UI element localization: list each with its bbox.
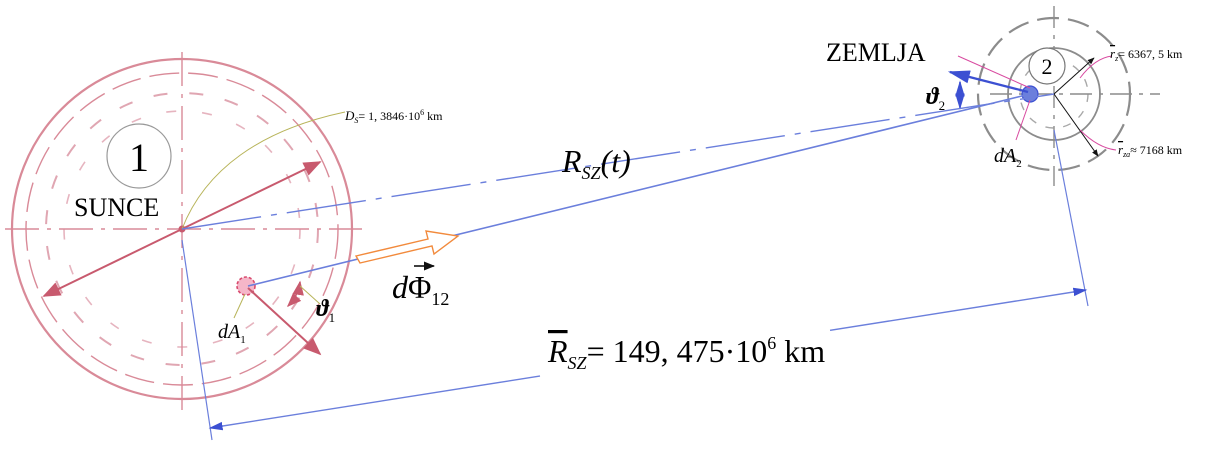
dA2-label: dA2 (994, 145, 1022, 170)
dA1-leader (233, 293, 246, 319)
sun-number: 1 (129, 135, 149, 180)
sun-diameter-label: DS= 1, 3846·106 km (344, 108, 443, 125)
earth-atmosphere-leader (1079, 129, 1117, 151)
earth-atmosphere-value: ≈ 7168 km (1130, 143, 1183, 157)
distance-symbol: R (561, 143, 582, 179)
flux-symbol: Φ (408, 269, 431, 305)
theta1-angle-arc (286, 280, 304, 308)
earth-radius-label: rz= 6367, 5 km (1110, 46, 1183, 63)
sun-diameter-leader (181, 111, 346, 230)
dA2-normal-arrow (947, 70, 1029, 94)
center-line-sun-earth (181, 93, 1055, 230)
earth-radius-value: = 6367, 5 km (1118, 47, 1183, 61)
earth-atmosphere-radius-arrow (1053, 93, 1099, 157)
earth-radius-arrow (1053, 57, 1095, 95)
earth-extension-line (1053, 129, 1089, 307)
flux-label: dΦ12 (392, 269, 449, 309)
theta2-subscript: 2 (939, 98, 946, 113)
flux-arrow-shape (354, 230, 460, 264)
earth-number: 2 (1042, 54, 1053, 79)
mean-distance-exponent: 6 (767, 333, 776, 353)
dA1-symbol: dA (218, 321, 241, 343)
theta2-label: ϑ2 (926, 84, 945, 113)
mean-distance-label: RSZ= 149, 475·106 km (547, 333, 825, 373)
sun-name: SUNCE (74, 193, 159, 222)
sun-diameter-value: = 1, 3846·10 (358, 109, 420, 123)
earth-name-leader (957, 55, 1031, 89)
earth-number-circle (1028, 47, 1066, 85)
dA2-leader (1015, 99, 1031, 141)
sun-number-circle (106, 123, 172, 189)
sun-diameter-symbol: D (344, 108, 355, 123)
earth-atmosphere-label: rza≈ 7168 km (1118, 142, 1183, 159)
dA2-subscript: 2 (1016, 158, 1022, 170)
earth-radius-symbol: r (1110, 46, 1116, 61)
earth-atmosphere-subscript: za (1122, 150, 1130, 159)
sun-diameter-unit: km (424, 109, 443, 123)
mean-distance-subscript: SZ (568, 353, 588, 373)
sun-diameter-exponent: 6 (420, 108, 424, 117)
theta2-symbol: ϑ (926, 84, 940, 110)
mean-distance-unit: km (776, 333, 825, 369)
mean-distance-symbol: R (547, 333, 568, 369)
earth-atmosphere-symbol: r (1118, 142, 1124, 157)
distance-subscript: SZ (582, 163, 602, 183)
sun: 1 SUNCE (5, 52, 362, 416)
flux-arrow (354, 230, 460, 264)
dA1-normal-arrow (247, 287, 322, 356)
earth-name: ZEMLJA (826, 38, 926, 67)
sun-extension-line (181, 239, 213, 441)
flux-d: d (392, 269, 409, 305)
earth-radius-subscript: z (1114, 54, 1119, 63)
dA1-label: dA1 (218, 321, 246, 346)
dA2-symbol: dA (994, 145, 1017, 167)
distance-label: RSZ(t) (561, 143, 631, 183)
mean-distance-value: = 149, 475·10 (587, 333, 768, 369)
dimension-gap-mask (539, 325, 831, 381)
flux-subscript: 12 (431, 289, 449, 309)
earth: 2 (947, 6, 1160, 186)
theta1-subscript: 1 (329, 310, 336, 325)
dA1-subscript: 1 (240, 334, 246, 346)
distance-argument: (t) (601, 143, 631, 179)
earth-radius-leader (1079, 55, 1113, 79)
sun-diameter-subscript: S (354, 116, 358, 125)
theta1-symbol: ϑ (316, 296, 330, 322)
theta1-label: ϑ1 (316, 296, 335, 325)
